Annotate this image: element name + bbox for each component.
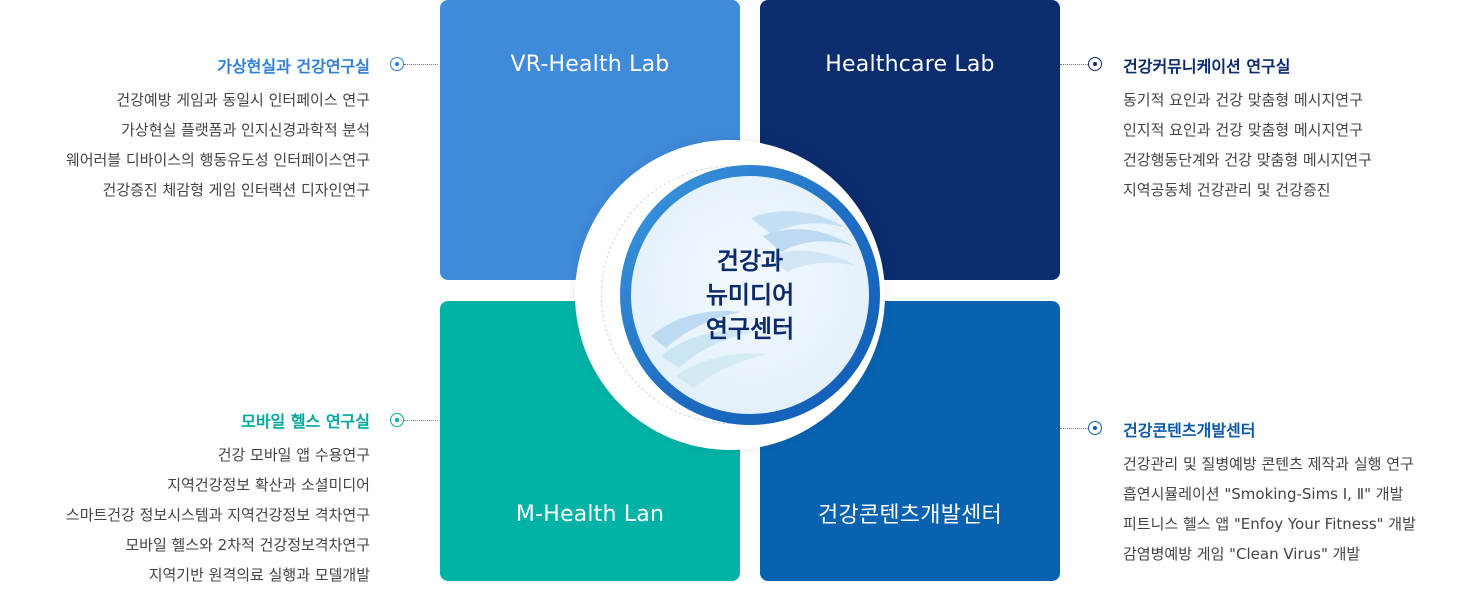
list-item: 건강관리 및 질병예방 콘텐츠 제작과 실행 연구 [1123, 455, 1414, 473]
connector-line [1060, 63, 1088, 65]
list-item: 인지적 요인과 건강 맞춤형 메시지연구 [1123, 121, 1363, 139]
center-disc [631, 176, 869, 414]
list-item: 모바일 헬스와 2차적 건강정보격차연구 [125, 536, 370, 554]
content-center-heading: 건강콘텐츠개발센터 [1123, 421, 1256, 440]
content-center-title: 건강콘텐츠개발센터 [818, 503, 1002, 528]
list-item: 동기적 요인과 건강 맞춤형 메시지연구 [1123, 91, 1363, 109]
list-item: 흡연시뮬레이션 "Smoking-Sims Ⅰ, Ⅱ" 개발 [1123, 485, 1404, 503]
center-title-line-1: 건강과 [716, 247, 784, 275]
vr-health-lab-title: VR-Health Lab [510, 52, 670, 77]
content-center-description: 건강콘텐츠개발센터 건강관리 및 질병예방 콘텐츠 제작과 실행 연구 흡연시뮬… [1123, 417, 1416, 569]
connector-bottom-left [390, 413, 438, 427]
connector-bottom-right [1060, 421, 1102, 435]
connector-top-right [1060, 57, 1102, 71]
connector-line [1060, 427, 1088, 429]
center-title: 건강과 뉴미디어 연구센터 [631, 176, 869, 414]
connector-line [404, 419, 438, 421]
list-item: 지역공동체 건강관리 및 건강증진 [1123, 181, 1331, 199]
healthcare-lab-title: Healthcare Lab [825, 52, 995, 77]
list-item: 가상현실 플랫폼과 인지신경과학적 분석 [121, 121, 370, 139]
connector-top-left [390, 57, 438, 71]
connector-dot-icon [1088, 57, 1102, 71]
center-title-line-2: 뉴미디어 [705, 281, 795, 309]
list-item: 건강행동단계와 건강 맞춤형 메시지연구 [1123, 151, 1372, 169]
m-health-lab-title: M-Health Lan [515, 502, 665, 527]
healthcare-lab-description: 건강커뮤니케이션 연구실 동기적 요인과 건강 맞춤형 메시지연구 인지적 요인… [1123, 53, 1372, 205]
connector-dot-icon [390, 57, 404, 71]
connector-dot-icon [390, 413, 404, 427]
list-item: 웨어러블 디바이스의 행동유도성 인터페이스연구 [65, 151, 370, 169]
list-item: 스마트건강 정보시스템과 지역건강정보 격차연구 [65, 506, 370, 524]
connector-dot-icon [1088, 421, 1102, 435]
center-title-line-3: 연구센터 [705, 315, 795, 343]
list-item: 건강 모바일 앱 수용연구 [217, 446, 370, 464]
m-health-lab-heading: 모바일 헬스 연구실 [241, 412, 370, 431]
list-item: 피트니스 헬스 앱 "Enfoy Your Fitness" 개발 [1123, 515, 1416, 533]
healthcare-lab-heading: 건강커뮤니케이션 연구실 [1123, 57, 1291, 76]
m-health-lab-description: 모바일 헬스 연구실 건강 모바일 앱 수용연구 지역건강정보 확산과 소셜미디… [66, 408, 370, 590]
list-item: 감염병예방 게임 "Clean Virus" 개발 [1123, 545, 1361, 563]
list-item: 건강예방 게임과 동일시 인터페이스 연구 [116, 91, 370, 109]
list-item: 건강증진 체감형 게임 인터랙션 디자인연구 [102, 181, 370, 199]
vr-lab-description: 가상현실과 건강연구실 건강예방 게임과 동일시 인터페이스 연구 가상현실 플… [66, 53, 370, 205]
connector-line [404, 63, 438, 65]
wave-decoration-icon [651, 211, 857, 388]
list-item: 지역건강정보 확산과 소셜미디어 [167, 476, 370, 494]
vr-lab-heading: 가상현실과 건강연구실 [217, 57, 370, 76]
list-item: 지역기반 원격의료 실행과 모델개발 [148, 566, 370, 584]
